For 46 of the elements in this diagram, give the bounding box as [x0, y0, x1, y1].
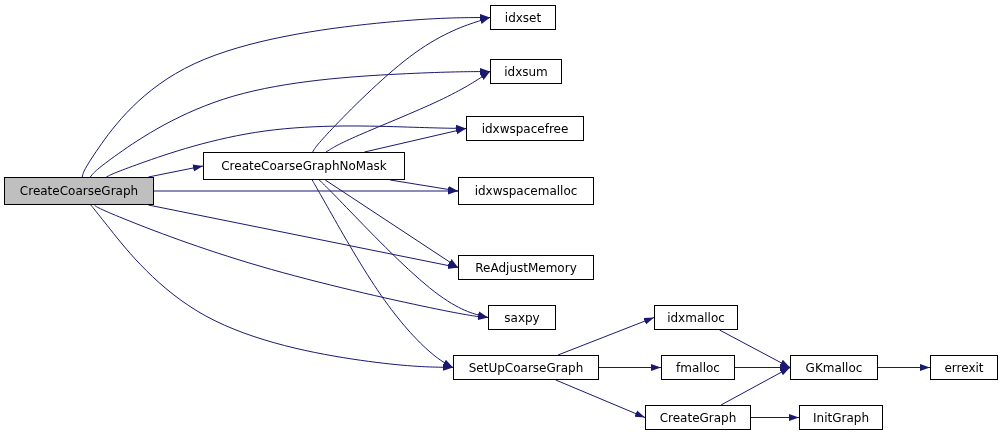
- function-name: idxwspacefree: [481, 121, 569, 136]
- function-name: saxpy: [504, 310, 540, 325]
- function-name: CreateCoarseGraphNoMask: [221, 159, 387, 173]
- arrow: [720, 367, 791, 406]
- function-box: [453, 355, 599, 380]
- function-box: [799, 405, 883, 430]
- arrow: [555, 379, 646, 418]
- function-name: CreateGraph: [659, 410, 737, 425]
- arrow: [719, 329, 791, 368]
- arrow: [750, 414, 800, 421]
- function-box: [4, 177, 154, 205]
- function-box: [930, 355, 998, 380]
- arrow: [311, 179, 454, 368]
- arrow: [90, 204, 454, 371]
- arrow: [318, 179, 489, 319]
- arrow: [734, 364, 791, 371]
- function-box: [458, 177, 594, 205]
- arrow: [598, 364, 662, 371]
- function-name: CreateCoarseGraph: [19, 184, 139, 198]
- function-name: idxmalloc: [667, 310, 725, 325]
- arrow: [877, 364, 931, 371]
- function-box: [203, 152, 405, 180]
- function-name: ReAdjustMemory: [475, 260, 577, 275]
- function-name: InitGraph: [813, 410, 869, 425]
- function-name: SetUpCoarseGraph: [468, 360, 584, 375]
- function-box: [490, 59, 562, 84]
- function-name: idxset: [504, 10, 542, 25]
- arrow: [325, 71, 491, 153]
- function-box: [490, 5, 556, 30]
- function-name: idxsum: [504, 64, 548, 79]
- function-box: [458, 255, 594, 280]
- arrow: [557, 317, 655, 356]
- function-box: [488, 305, 556, 330]
- function-box: [790, 355, 878, 380]
- arrow: [312, 17, 491, 153]
- arrow: [324, 179, 459, 268]
- function-name: idxwspacemalloc: [474, 184, 578, 198]
- function-box: [645, 405, 751, 430]
- function-box: [661, 355, 735, 380]
- function-name: GKmalloc: [805, 360, 863, 375]
- function-name: fmalloc: [676, 360, 720, 375]
- function-name: errexit: [944, 360, 984, 375]
- arrow: [89, 68, 491, 178]
- function-box: [654, 305, 738, 330]
- arrow: [364, 127, 467, 153]
- function-box: [466, 116, 584, 141]
